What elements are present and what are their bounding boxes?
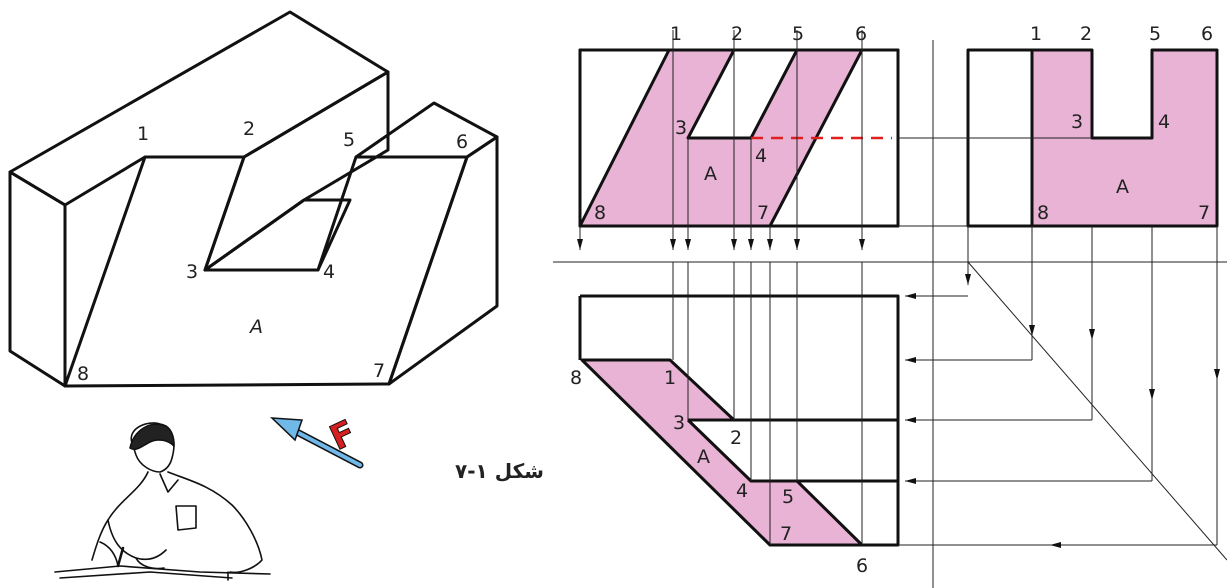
front-label-8: 8 [594,202,606,224]
side-top-label-6: 6 [1201,23,1213,45]
top-label-5: 5 [782,486,794,508]
figure-caption: شکل ۱-۷ [455,459,544,483]
front-label-4: 4 [755,145,767,167]
miter-line [967,261,1227,561]
iso-label-2: 2 [243,118,255,140]
front-top-label-2: 2 [731,23,743,45]
front-view: 1 2 5 6 3 4 7 8 A [578,23,900,228]
iso-label-6: 6 [456,131,468,153]
iso-label-5: 5 [343,129,355,151]
top-label-face-A: A [697,446,710,468]
side-label-7: 7 [1198,202,1210,224]
iso-top-right-block [354,101,499,159]
side-label-face-A: A [1116,176,1129,198]
top-label-3: 3 [673,412,685,434]
iso-label-8: 8 [77,363,89,385]
top-label-8: 8 [570,367,582,389]
top-view-outline-a [580,294,900,547]
top-label-4: 4 [736,480,748,502]
front-top-label-5: 5 [792,23,804,45]
iso-right-face [387,135,499,386]
iso-left-face [8,170,67,388]
iso-label-1: 1 [137,123,149,145]
front-top-label-1: 1 [670,23,682,45]
top-label-6: 6 [856,555,868,577]
iso-face-A [63,155,469,388]
side-top-label-1: 1 [1030,23,1042,45]
iso-label-face-A: A [248,316,263,338]
side-view: 1 2 5 6 3 4 7 8 A [966,23,1219,228]
iso-label-7: 7 [373,360,385,382]
iso-label-3: 3 [186,261,198,283]
isometric-view: 1 2 3 4 5 6 7 8 A [8,10,499,388]
side-face-A-right [1152,50,1217,226]
view-direction-arrow-icon: F [269,412,364,469]
top-view: 1 2 3 4 5 6 7 8 A [570,294,900,577]
side-label-3: 3 [1071,111,1083,133]
front-label-3: 3 [675,117,687,139]
iso-top-left-block [8,10,390,207]
front-label-face-A: A [704,163,717,185]
drafter-person-icon [54,422,271,581]
top-view-outline-c [795,479,864,547]
front-top-label-6: 6 [855,23,867,45]
front-label-7: 7 [757,202,769,224]
side-label-4: 4 [1158,111,1170,133]
top-label-1: 1 [664,367,676,389]
top-label-7: 7 [780,523,792,545]
iso-label-4: 4 [323,261,335,283]
iso-back-face [203,70,390,272]
top-face-A [582,360,862,545]
side-top-label-2: 2 [1080,23,1092,45]
side-view-outline [966,48,1219,228]
side-face-A-middle [1092,138,1152,226]
side-top-label-5: 5 [1149,23,1161,45]
projection-lines [553,30,1227,588]
side-label-8: 8 [1037,202,1049,224]
top-label-2: 2 [730,427,742,449]
